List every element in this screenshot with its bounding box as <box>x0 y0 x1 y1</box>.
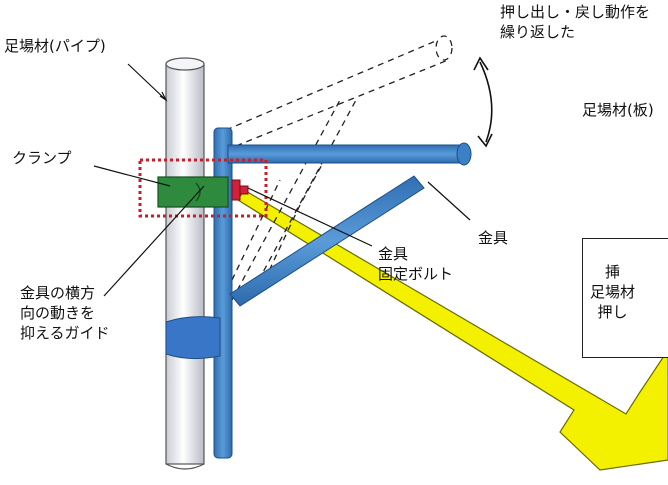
insert-note-line2: 足場材 <box>590 283 636 301</box>
action-label-line1: 押し出し・戻し動作を <box>500 3 651 21</box>
dashed-bracket-outline <box>225 35 453 301</box>
bolt-label: 金具 固定ボルト <box>378 244 453 284</box>
bracket-label: 金具 <box>478 229 509 247</box>
bolt-label-line1: 金具 <box>378 245 409 263</box>
action-label: 押し出し・戻し動作を 繰り返した <box>500 2 650 42</box>
bolt-label-line2: 固定ボルト <box>378 265 454 283</box>
leader-lines <box>93 63 471 297</box>
fixing-bolt <box>231 179 249 201</box>
guide-label-line3: 抑えるガイド <box>20 324 110 342</box>
scaffold-pipe <box>165 57 205 470</box>
guide-label-line2: 向の動きを <box>20 304 96 322</box>
motion-double-arrow <box>473 56 493 148</box>
clamp-label: クランプ <box>12 149 72 167</box>
guide-label: 金具の横方 向の動きを 抑えるガイド <box>20 283 110 343</box>
plank-label: 足場材(板) <box>582 101 654 119</box>
highlight-box <box>138 158 268 218</box>
metal-bracket <box>213 127 472 459</box>
insert-note-text: 挿 足場材 押し <box>590 262 635 322</box>
insert-note-line3: 押し <box>597 303 628 321</box>
yellow-direction-arrow <box>237 189 668 471</box>
guide-label-line1: 金具の横方 <box>20 284 96 302</box>
pipe-label: 足場材(パイプ) <box>4 37 106 55</box>
insert-note-line1: 挿 <box>605 263 621 281</box>
clamp <box>157 176 229 208</box>
insert-note-box <box>582 238 668 358</box>
action-label-line2: 繰り返した <box>500 23 576 41</box>
lateral-guide <box>165 316 221 360</box>
